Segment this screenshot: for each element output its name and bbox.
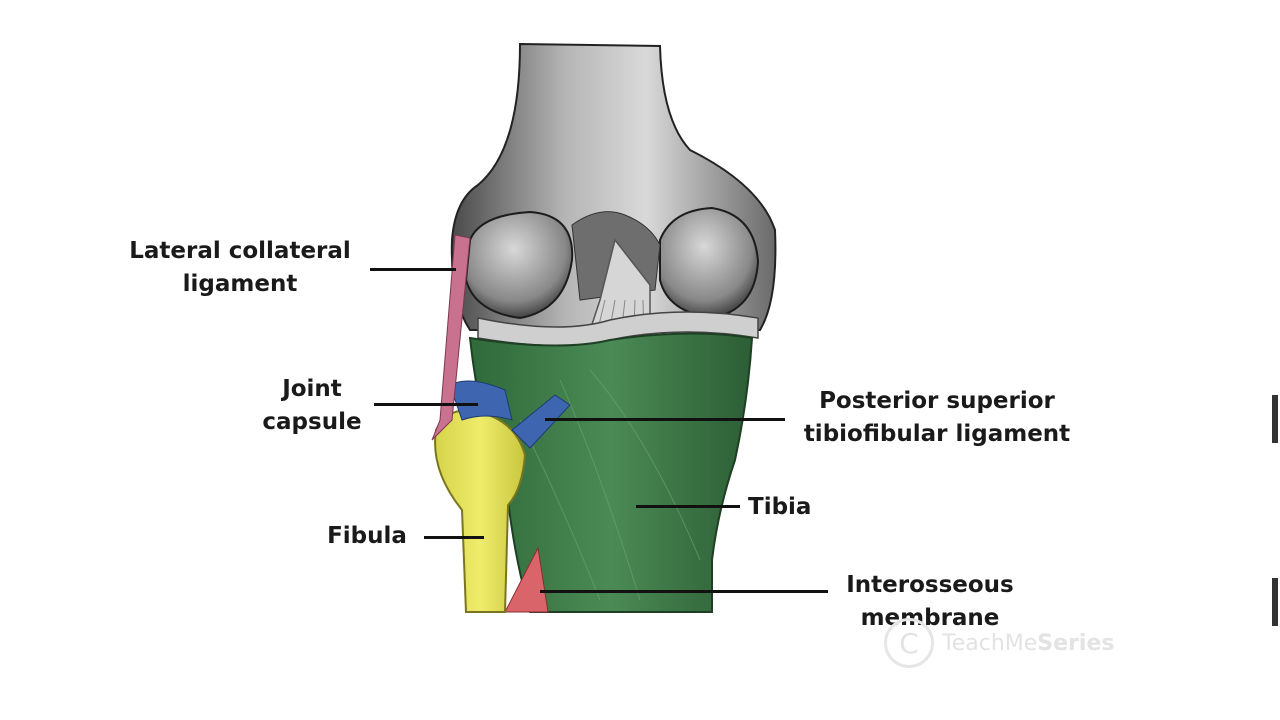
edge-mark-top xyxy=(1272,395,1278,443)
label-lcl-line2: ligament xyxy=(182,271,298,297)
label-lcl-line1: Lateral collateral xyxy=(129,238,351,264)
leader-interosseous xyxy=(540,590,828,593)
lateral-femoral-condyle xyxy=(464,210,574,320)
label-fibula-text: Fibula xyxy=(327,523,407,549)
label-fibula: Fibula xyxy=(322,520,412,553)
copyright-icon: C xyxy=(884,618,934,668)
label-lateral-collateral-ligament: Lateral collateral ligament xyxy=(118,235,362,301)
label-tibia: Tibia xyxy=(748,491,818,524)
watermark-teachmeseries: C TeachMeSeries xyxy=(884,618,1114,668)
label-capsule-line1: Joint xyxy=(282,376,342,402)
label-interosseous-membrane: Interosseous membrane xyxy=(832,569,1028,635)
watermark-text: TeachMeSeries xyxy=(942,631,1114,656)
label-joint-capsule: Joint capsule xyxy=(252,373,372,439)
label-ptfl-line2: tibiofibular ligament xyxy=(803,421,1071,447)
label-ptfl-line1: Posterior superior xyxy=(819,388,1055,414)
joint-capsule-shape xyxy=(449,380,513,421)
label-interosseous-line1: Interosseous xyxy=(846,572,1014,598)
tibiofibular-ligament-shape xyxy=(511,394,571,449)
label-capsule-line2: capsule xyxy=(262,409,362,435)
leader-capsule xyxy=(374,403,478,406)
medial-femoral-condyle xyxy=(659,206,760,320)
label-tibia-text: Tibia xyxy=(748,494,812,520)
edge-mark-bottom xyxy=(1272,578,1278,626)
interosseous-membrane-shape xyxy=(504,546,549,613)
label-posterior-superior-tibiofibular-ligament: Posterior superior tibiofibular ligament xyxy=(794,385,1080,451)
leader-fibula xyxy=(424,536,484,539)
leader-lcl xyxy=(370,268,456,271)
leader-tibia xyxy=(636,505,740,508)
watermark-brand-a: TeachMe xyxy=(942,630,1038,656)
lateral-collateral-ligament-shape xyxy=(431,234,471,441)
watermark-brand-b: Series xyxy=(1037,630,1115,656)
label-interosseous-line2: membrane xyxy=(860,605,1000,631)
leader-ptfl xyxy=(545,418,785,421)
